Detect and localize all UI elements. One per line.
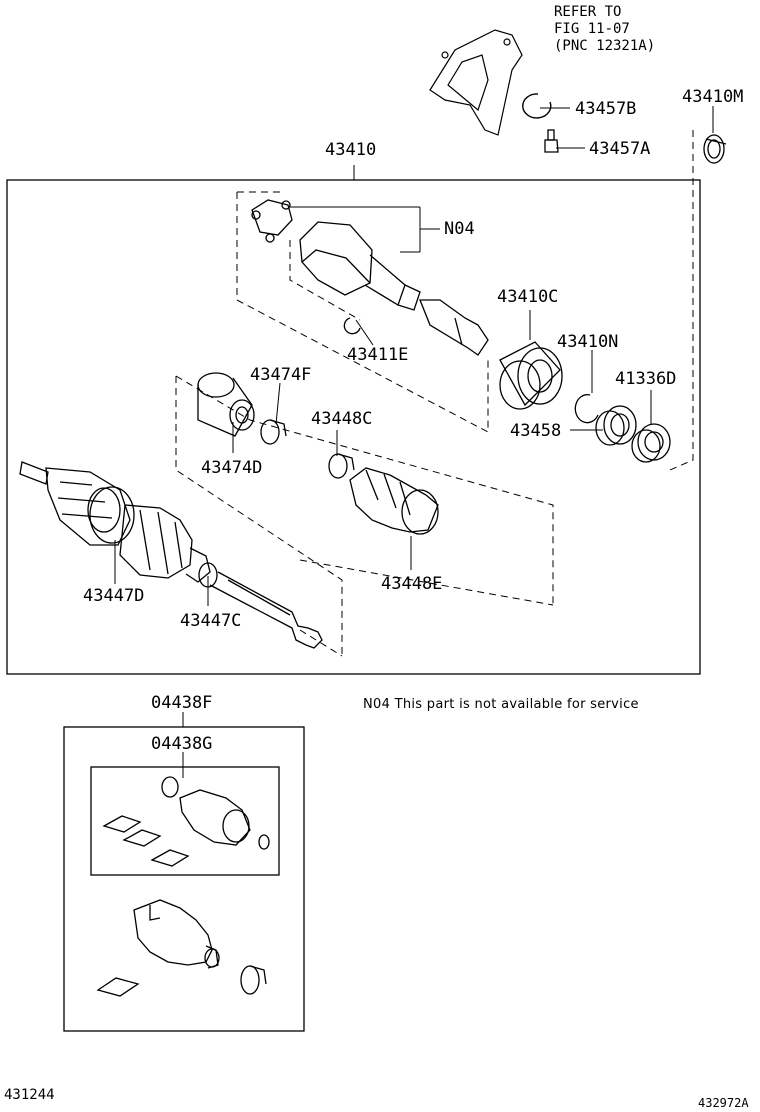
bearing-43458: [595, 405, 637, 446]
part-label-43448e[interactable]: 43448E: [381, 574, 443, 594]
kit-boot-small: [102, 776, 270, 867]
bolt-43457a: [544, 129, 559, 153]
service-note: N04 This part is not available for servi…: [363, 697, 639, 712]
clamp-43474f: [260, 419, 287, 445]
part-label-43447c[interactable]: 43447C: [180, 611, 242, 631]
bearing-43410c: [499, 341, 563, 410]
inner-boot-kit-frame: [90, 766, 280, 876]
dashed-outlines: [175, 130, 694, 657]
seal-41336d: [631, 423, 671, 463]
reference-line-2[interactable]: FIG 11-07: [554, 21, 630, 37]
footer-left-code: 431244: [4, 1087, 55, 1103]
drive-shaft-outer: [19, 461, 323, 649]
part-label-43448c[interactable]: 43448C: [311, 409, 373, 429]
transmission-housing: [429, 29, 523, 136]
boot-kit-frame: [63, 726, 305, 1032]
snap-ring-43457b: [522, 93, 552, 119]
reference-line-3: (PNC 12321A): [554, 38, 656, 54]
part-label-43410m[interactable]: 43410M: [682, 87, 744, 107]
boot-43448e: [349, 467, 439, 535]
damper-43474d: [197, 372, 255, 437]
seal-43410m: [703, 134, 727, 164]
part-label-43410[interactable]: 43410: [325, 140, 377, 160]
part-label-43411e[interactable]: 43411E: [347, 345, 409, 365]
clamp-43448c: [328, 453, 355, 479]
part-label-04438g[interactable]: 04438G: [151, 734, 213, 754]
part-label-43410c[interactable]: 43410C: [497, 287, 559, 307]
kit-boot-large: [96, 899, 267, 997]
footer-right-code: 432972A: [698, 1096, 749, 1110]
part-label-43410n[interactable]: 43410N: [557, 332, 619, 352]
inboard-joint-n04: [251, 199, 489, 356]
part-label-43457b[interactable]: 43457B: [575, 99, 637, 119]
reference-line-1: REFER TO: [554, 4, 622, 20]
part-label-41336d[interactable]: 41336D: [615, 369, 677, 389]
part-label-43474f[interactable]: 43474F: [250, 365, 312, 385]
part-label-n04[interactable]: N04: [444, 219, 475, 239]
part-label-43458[interactable]: 43458: [510, 421, 562, 441]
part-label-43457a[interactable]: 43457A: [589, 139, 651, 159]
part-label-43447d[interactable]: 43447D: [83, 586, 145, 606]
leader-lines: [114, 106, 714, 778]
snap-ring-43410n: [574, 393, 599, 424]
clip-43411e: [343, 317, 361, 335]
part-label-43474d[interactable]: 43474D: [201, 458, 263, 478]
part-label-04438f[interactable]: 04438F: [151, 693, 213, 713]
